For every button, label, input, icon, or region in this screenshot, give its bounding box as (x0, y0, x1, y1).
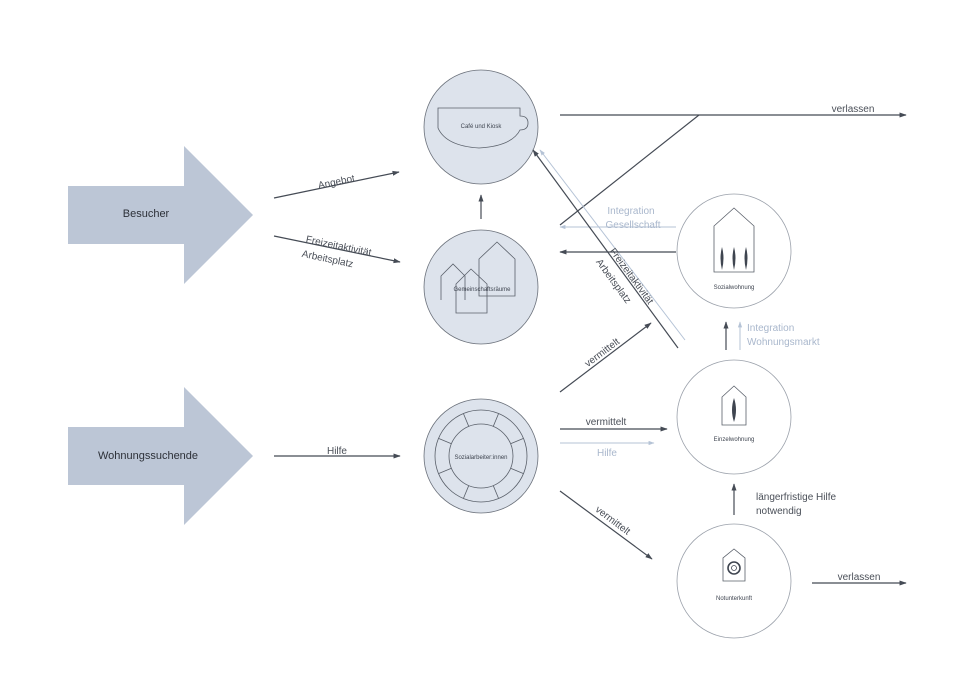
flow-angebot: Angebot (273, 170, 400, 199)
table-seat-divider (463, 485, 470, 499)
node-sozialarbeiter: Sozialarbeiter:innen (423, 398, 539, 514)
flow-hilfe-source: Hilfe (274, 446, 401, 459)
flow-freizeit-arbeitsplatz-diagonal: Freizeitaktivität Arbeitsplatz (532, 149, 679, 349)
flow-verlassen-bottom: verlassen (812, 572, 907, 586)
hilfe-light-label: Hilfe (597, 448, 617, 459)
table-seat-divider (510, 467, 524, 474)
sozialarbeiter-label: Sozialarbeiter:innen (454, 455, 507, 461)
einzelwohnung-label: Einzelwohnung (714, 437, 755, 443)
house-icon (722, 548, 746, 582)
integration-wm-label-2: Wohnungsmarkt (747, 337, 820, 348)
flow-vermittelt-down: vermittelt (559, 490, 653, 560)
gesellschaft-label: Gesellschaft (605, 220, 660, 231)
verlassen-top-label: verlassen (832, 104, 875, 115)
node-cafe: Café und Kiosk (423, 69, 539, 185)
langer-label-1: längerfristige Hilfe (756, 492, 836, 503)
wohnungssuchende-arrow: Wohnungssuchende (68, 387, 253, 525)
node-einzelwohnung: Einzelwohnung (676, 359, 792, 475)
hilfe-label: Hilfe (327, 446, 347, 457)
node-gemeinschaft: Gemeinschaftsräume (423, 229, 539, 345)
integration-wm-label-1: Integration (747, 323, 794, 334)
gemeinschaft-label: Gemeinschaftsräume (453, 287, 511, 293)
flow-freizeit: Freizeitaktivität Arbeitsplatz (273, 234, 401, 270)
besucher-label: Besucher (123, 208, 170, 220)
table-seat-divider (492, 413, 499, 427)
flow-hilfe-light: Hilfe (560, 440, 655, 459)
langer-label-2: notwendig (756, 506, 802, 517)
angebot-label: Angebot (317, 173, 356, 191)
table-seat-divider (510, 438, 524, 445)
lifebuoy-icon (727, 561, 741, 575)
vermittelt-up-label: vermittelt (583, 336, 622, 369)
cup-icon (437, 107, 529, 149)
wohnungssuchende-label: Wohnungssuchende (98, 450, 198, 462)
houses-icon (440, 241, 516, 314)
flow-integration-gesellschaft: Integration Gesellschaft (539, 149, 686, 341)
table-seat-divider (438, 438, 452, 445)
table-seat-divider (438, 467, 452, 474)
round-table-icon (434, 409, 528, 503)
vermittelt-mid-label: vermittelt (586, 417, 627, 428)
sozialwohnung-label: Sozialwohnung (714, 285, 755, 291)
house-icon (713, 207, 755, 273)
people-icon (720, 247, 748, 270)
table-seat-divider (492, 485, 499, 499)
flow-vermittelt-mid: vermittelt (560, 417, 668, 432)
person-icon (732, 398, 736, 422)
notunterkunft-label: Notunterkunft (716, 596, 752, 602)
node-sozialwohnung: Sozialwohnung (676, 193, 792, 309)
house-icon (721, 385, 747, 426)
vermittelt-down-label: vermittelt (593, 504, 632, 537)
integration-label: Integration (607, 206, 654, 217)
flow-vermittelt-up: vermittelt (559, 322, 652, 393)
node-notunterkunft: Notunterkunft (676, 523, 792, 639)
besucher-arrow: Besucher (68, 146, 253, 284)
cafe-label: Café und Kiosk (461, 124, 503, 130)
verlassen-bottom-label: verlassen (838, 572, 881, 583)
table-seat-divider (463, 413, 470, 427)
